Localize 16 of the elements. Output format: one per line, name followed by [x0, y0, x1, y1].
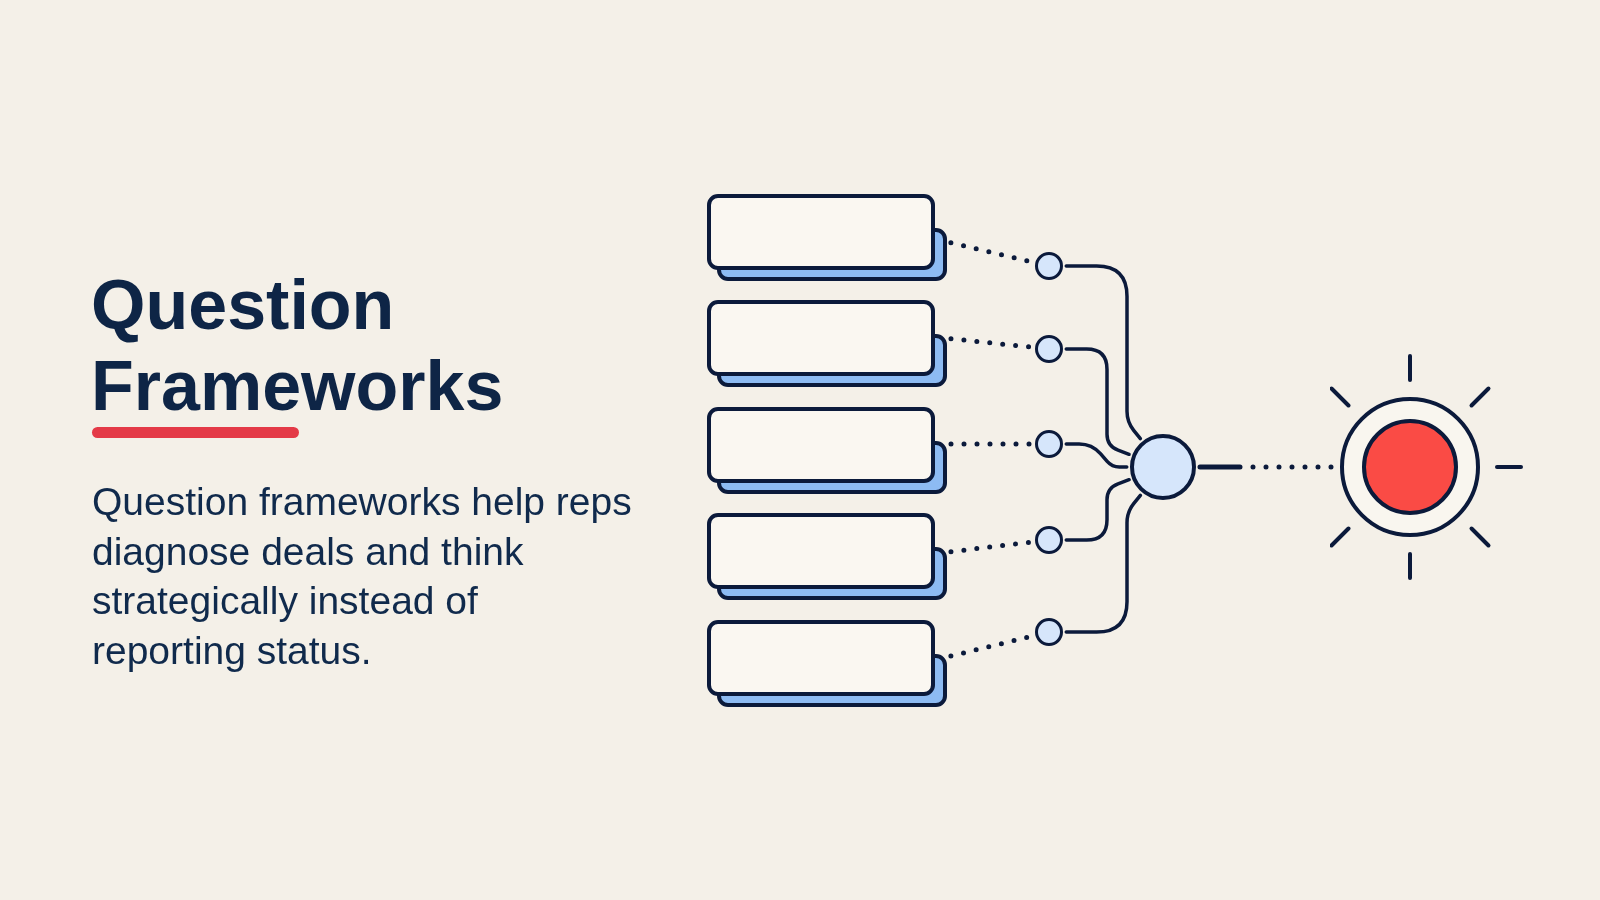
dotted-connector [948, 539, 1034, 555]
stacked-card [707, 300, 947, 387]
connector-line [1064, 264, 1143, 441]
connector-line [1064, 347, 1131, 456]
connector-line [1064, 478, 1131, 542]
connector-line [1064, 493, 1143, 634]
target-circle [1340, 397, 1480, 537]
connector-line [1064, 442, 1129, 469]
stacked-card [707, 194, 947, 281]
description-text: Question frameworks help reps diagnose deals and think strategically instead of reporting status. [92, 479, 633, 674]
stacked-card [707, 407, 947, 494]
title: Question Frameworks [91, 265, 505, 427]
dotted-connector [948, 441, 1034, 447]
stacked-card [707, 513, 947, 600]
stacked-card [707, 620, 947, 707]
dotted-connector [948, 336, 1034, 350]
